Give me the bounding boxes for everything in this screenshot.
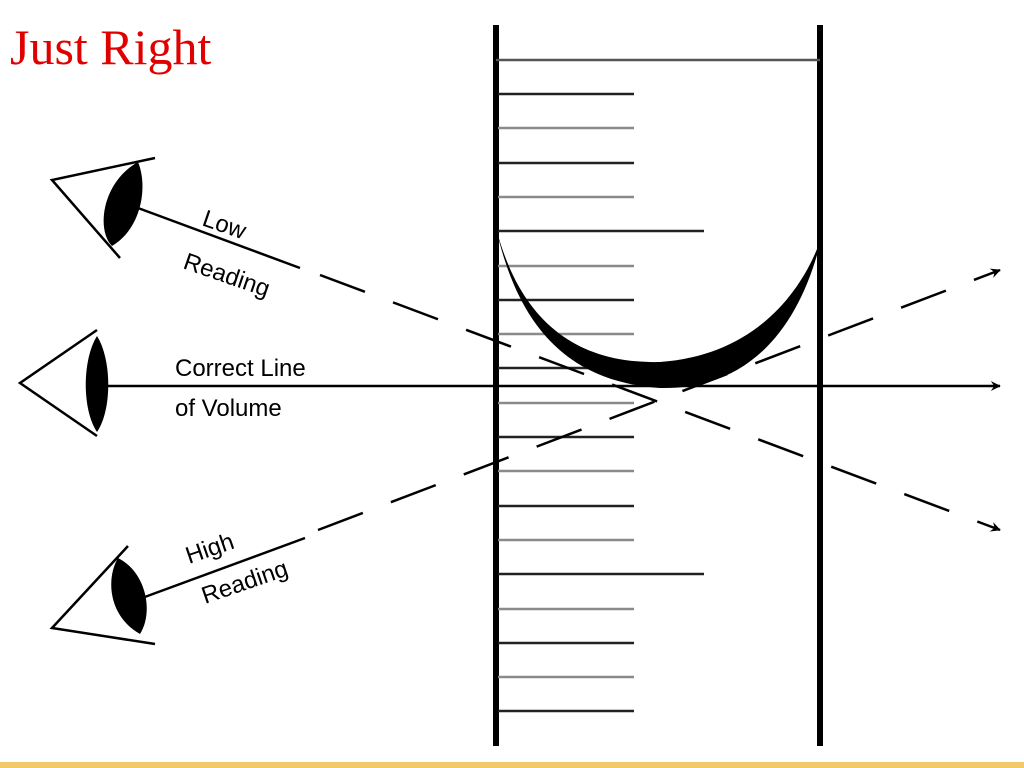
- high-reading-sightline-solid: [141, 536, 306, 600]
- low-reading-label-line1: Low: [199, 205, 250, 245]
- bottom-accent-rule: [0, 762, 1024, 768]
- correct-line-label-line1: Correct Line: [175, 355, 306, 382]
- correct-line-label-line2: of Volume: [175, 395, 282, 422]
- eye-bottom-icon: [49, 545, 156, 646]
- high-reading-sightline-dashed: [317, 268, 1001, 532]
- eye-top-icon: [49, 156, 156, 259]
- low-reading-sightline-dashed: [319, 273, 1001, 532]
- low-reading-sightline-solid: [137, 206, 301, 270]
- slide-title: Just Right: [10, 19, 212, 75]
- high-reading-label-line1: High: [182, 528, 237, 570]
- graduation-marks: [498, 92, 704, 713]
- high-reading-label-line2: Reading: [198, 555, 291, 610]
- meniscus: [496, 228, 822, 389]
- low-reading-label-line2: Reading: [180, 248, 273, 303]
- eye-middle-icon: [17, 328, 109, 438]
